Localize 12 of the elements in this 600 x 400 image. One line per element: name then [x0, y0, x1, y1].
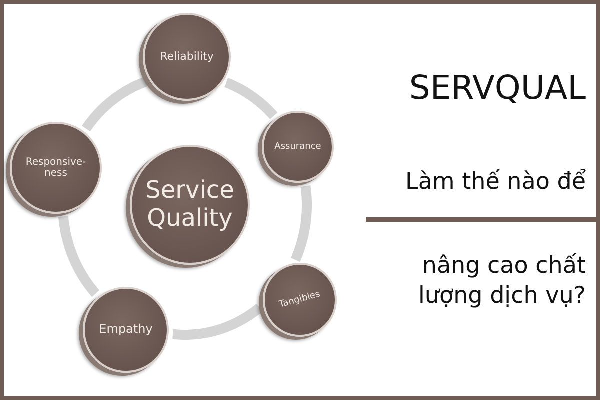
- title: SERVQUAL: [409, 68, 586, 107]
- subtitle-text: Làm thế nào để: [406, 168, 586, 197]
- node-label: Empathy: [99, 323, 153, 337]
- ring-connector: [222, 78, 278, 120]
- node-label: Responsive- ness: [24, 156, 88, 180]
- node-label: Service Quality: [144, 177, 236, 233]
- node-label: Reliability: [160, 50, 214, 64]
- subtitle-text: nâng cao chất lượng dịch vụ?: [418, 252, 586, 311]
- ring-connector: [82, 77, 150, 133]
- ring-connector: [290, 182, 312, 264]
- node-label: Tangibles: [278, 290, 322, 310]
- node-label: Assurance: [274, 142, 322, 152]
